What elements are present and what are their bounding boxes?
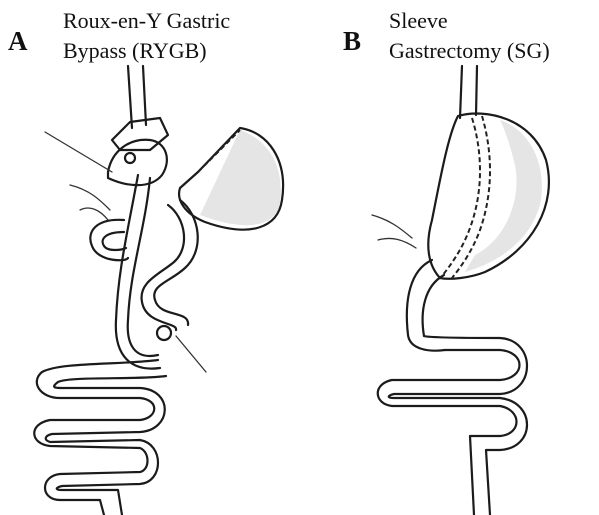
rygb-pouch-opening <box>125 153 135 163</box>
rygb-pointer-top <box>45 132 112 172</box>
panel-rygb: A Roux-en-Y Gastric Bypass (RYGB) <box>0 0 300 515</box>
rygb-vessel <box>70 185 110 220</box>
sg-small-bowel <box>378 336 527 515</box>
sg-resected-shading <box>465 120 542 272</box>
sg-esophagus <box>460 66 477 118</box>
sg-vessel <box>372 215 416 248</box>
rygb-common-channel <box>34 360 166 515</box>
rygb-staple-cuff <box>112 118 168 150</box>
rygb-anastomosis <box>157 326 171 340</box>
rygb-bp-limb <box>142 200 198 330</box>
rygb-illustration <box>0 0 300 515</box>
rygb-pointer-bottom <box>176 336 206 372</box>
sg-illustration <box>300 0 599 515</box>
rygb-esophagus <box>128 66 146 128</box>
panel-sg: B Sleeve Gastrectomy (SG) <box>300 0 599 515</box>
rygb-roux-limb <box>116 175 160 369</box>
